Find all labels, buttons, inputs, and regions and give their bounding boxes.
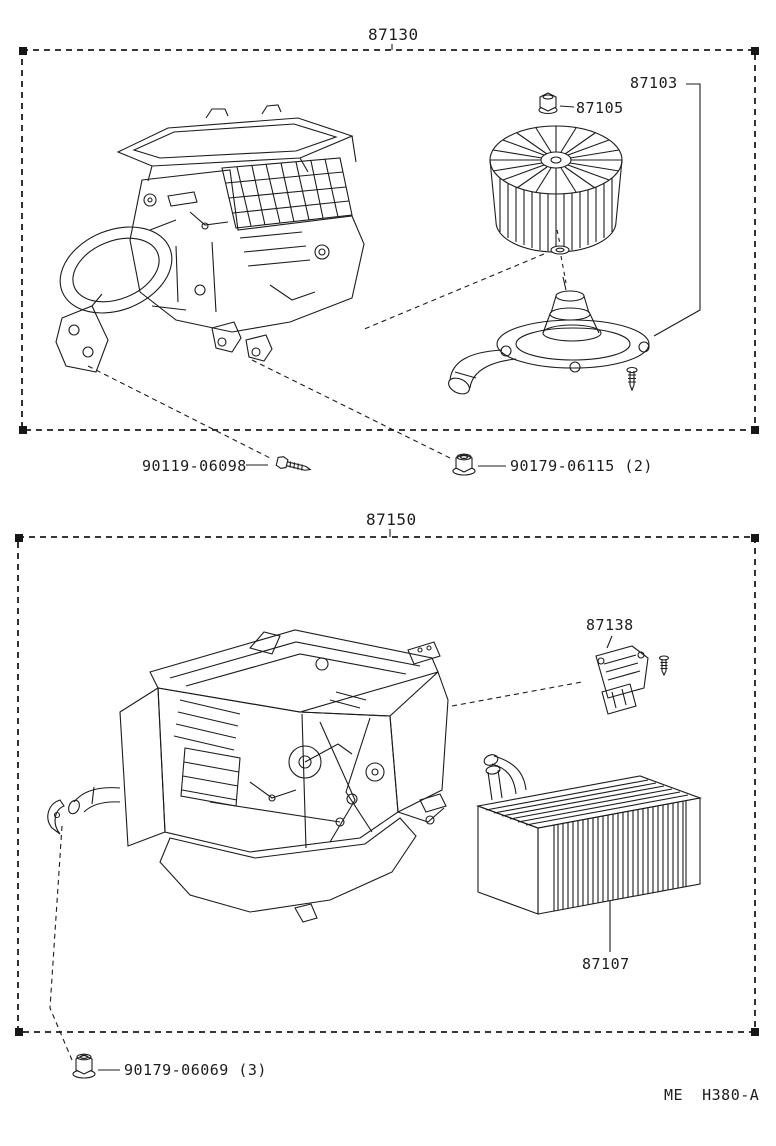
- screw-icon: [275, 456, 312, 471]
- cooling-hose: [449, 349, 503, 381]
- inlet-pipe: [487, 769, 503, 801]
- blower-fan-nut-drawing: [538, 92, 558, 115]
- part-number-87105: 87105: [576, 99, 624, 117]
- flange-nut-icon: [452, 453, 476, 476]
- fastener-number-90119-06098: 90119-06098: [142, 457, 247, 475]
- blower-resistor-drawing: [595, 645, 670, 715]
- part-number-87138: 87138: [586, 616, 634, 634]
- leader-87103: [653, 83, 701, 337]
- water-pipe: [73, 787, 121, 813]
- fit-line-dashed: [361, 253, 545, 331]
- heater-core-drawing: [475, 754, 703, 915]
- resistor-fit-dashed: [451, 681, 583, 707]
- mounting-bracket: [55, 305, 109, 373]
- core-fins: [557, 801, 684, 910]
- bottom-assembly-boundary-box: [17, 536, 756, 1033]
- assembly-number-87130: 87130: [368, 25, 419, 44]
- assembly-number-87150: 87150: [366, 510, 417, 529]
- leader-bottom-nut-dashed: [49, 825, 73, 1061]
- fan-spokes: [490, 126, 622, 194]
- fastener-number-90179-06115: 90179-06115 (2): [510, 457, 653, 475]
- top-assembly-boundary-box: [21, 49, 756, 431]
- fastener-number-90179-06069: 90179-06069 (3): [124, 1061, 267, 1079]
- leader-87138: [606, 635, 613, 649]
- core-top-tubes: [485, 779, 689, 826]
- leader-87105: [559, 105, 575, 108]
- assembly-axis-dashed: [556, 229, 561, 245]
- pipe-hook-bracket: [47, 799, 65, 835]
- box-corner-marks: [15, 47, 759, 1036]
- outlet-pipe: [491, 755, 527, 795]
- drawing-code: ME H380-A: [664, 1086, 760, 1104]
- blower-motor-drawing: [448, 276, 650, 395]
- flange-nut-icon-bottom: [72, 1053, 96, 1079]
- part-number-87107: 87107: [582, 955, 630, 973]
- part-number-87103: 87103: [630, 74, 678, 92]
- leader-lines-bottom: [49, 529, 613, 1071]
- motor-screw-icon: [626, 366, 638, 392]
- leader-nut-dashed: [251, 359, 451, 459]
- resistor-screw-icon: [658, 655, 670, 677]
- blower-fan-drawing: [489, 125, 623, 253]
- leader-lines-top: [87, 44, 701, 467]
- grille-panel: [221, 157, 353, 229]
- heater-radiator-unit-drawing: [47, 629, 449, 923]
- shaft-washer-drawing: [550, 245, 570, 255]
- fan-side-fins: [499, 178, 613, 252]
- heater-blower-unit-drawing: [55, 104, 365, 373]
- leader-screw-dashed: [87, 365, 273, 460]
- duct-opening: [59, 226, 173, 314]
